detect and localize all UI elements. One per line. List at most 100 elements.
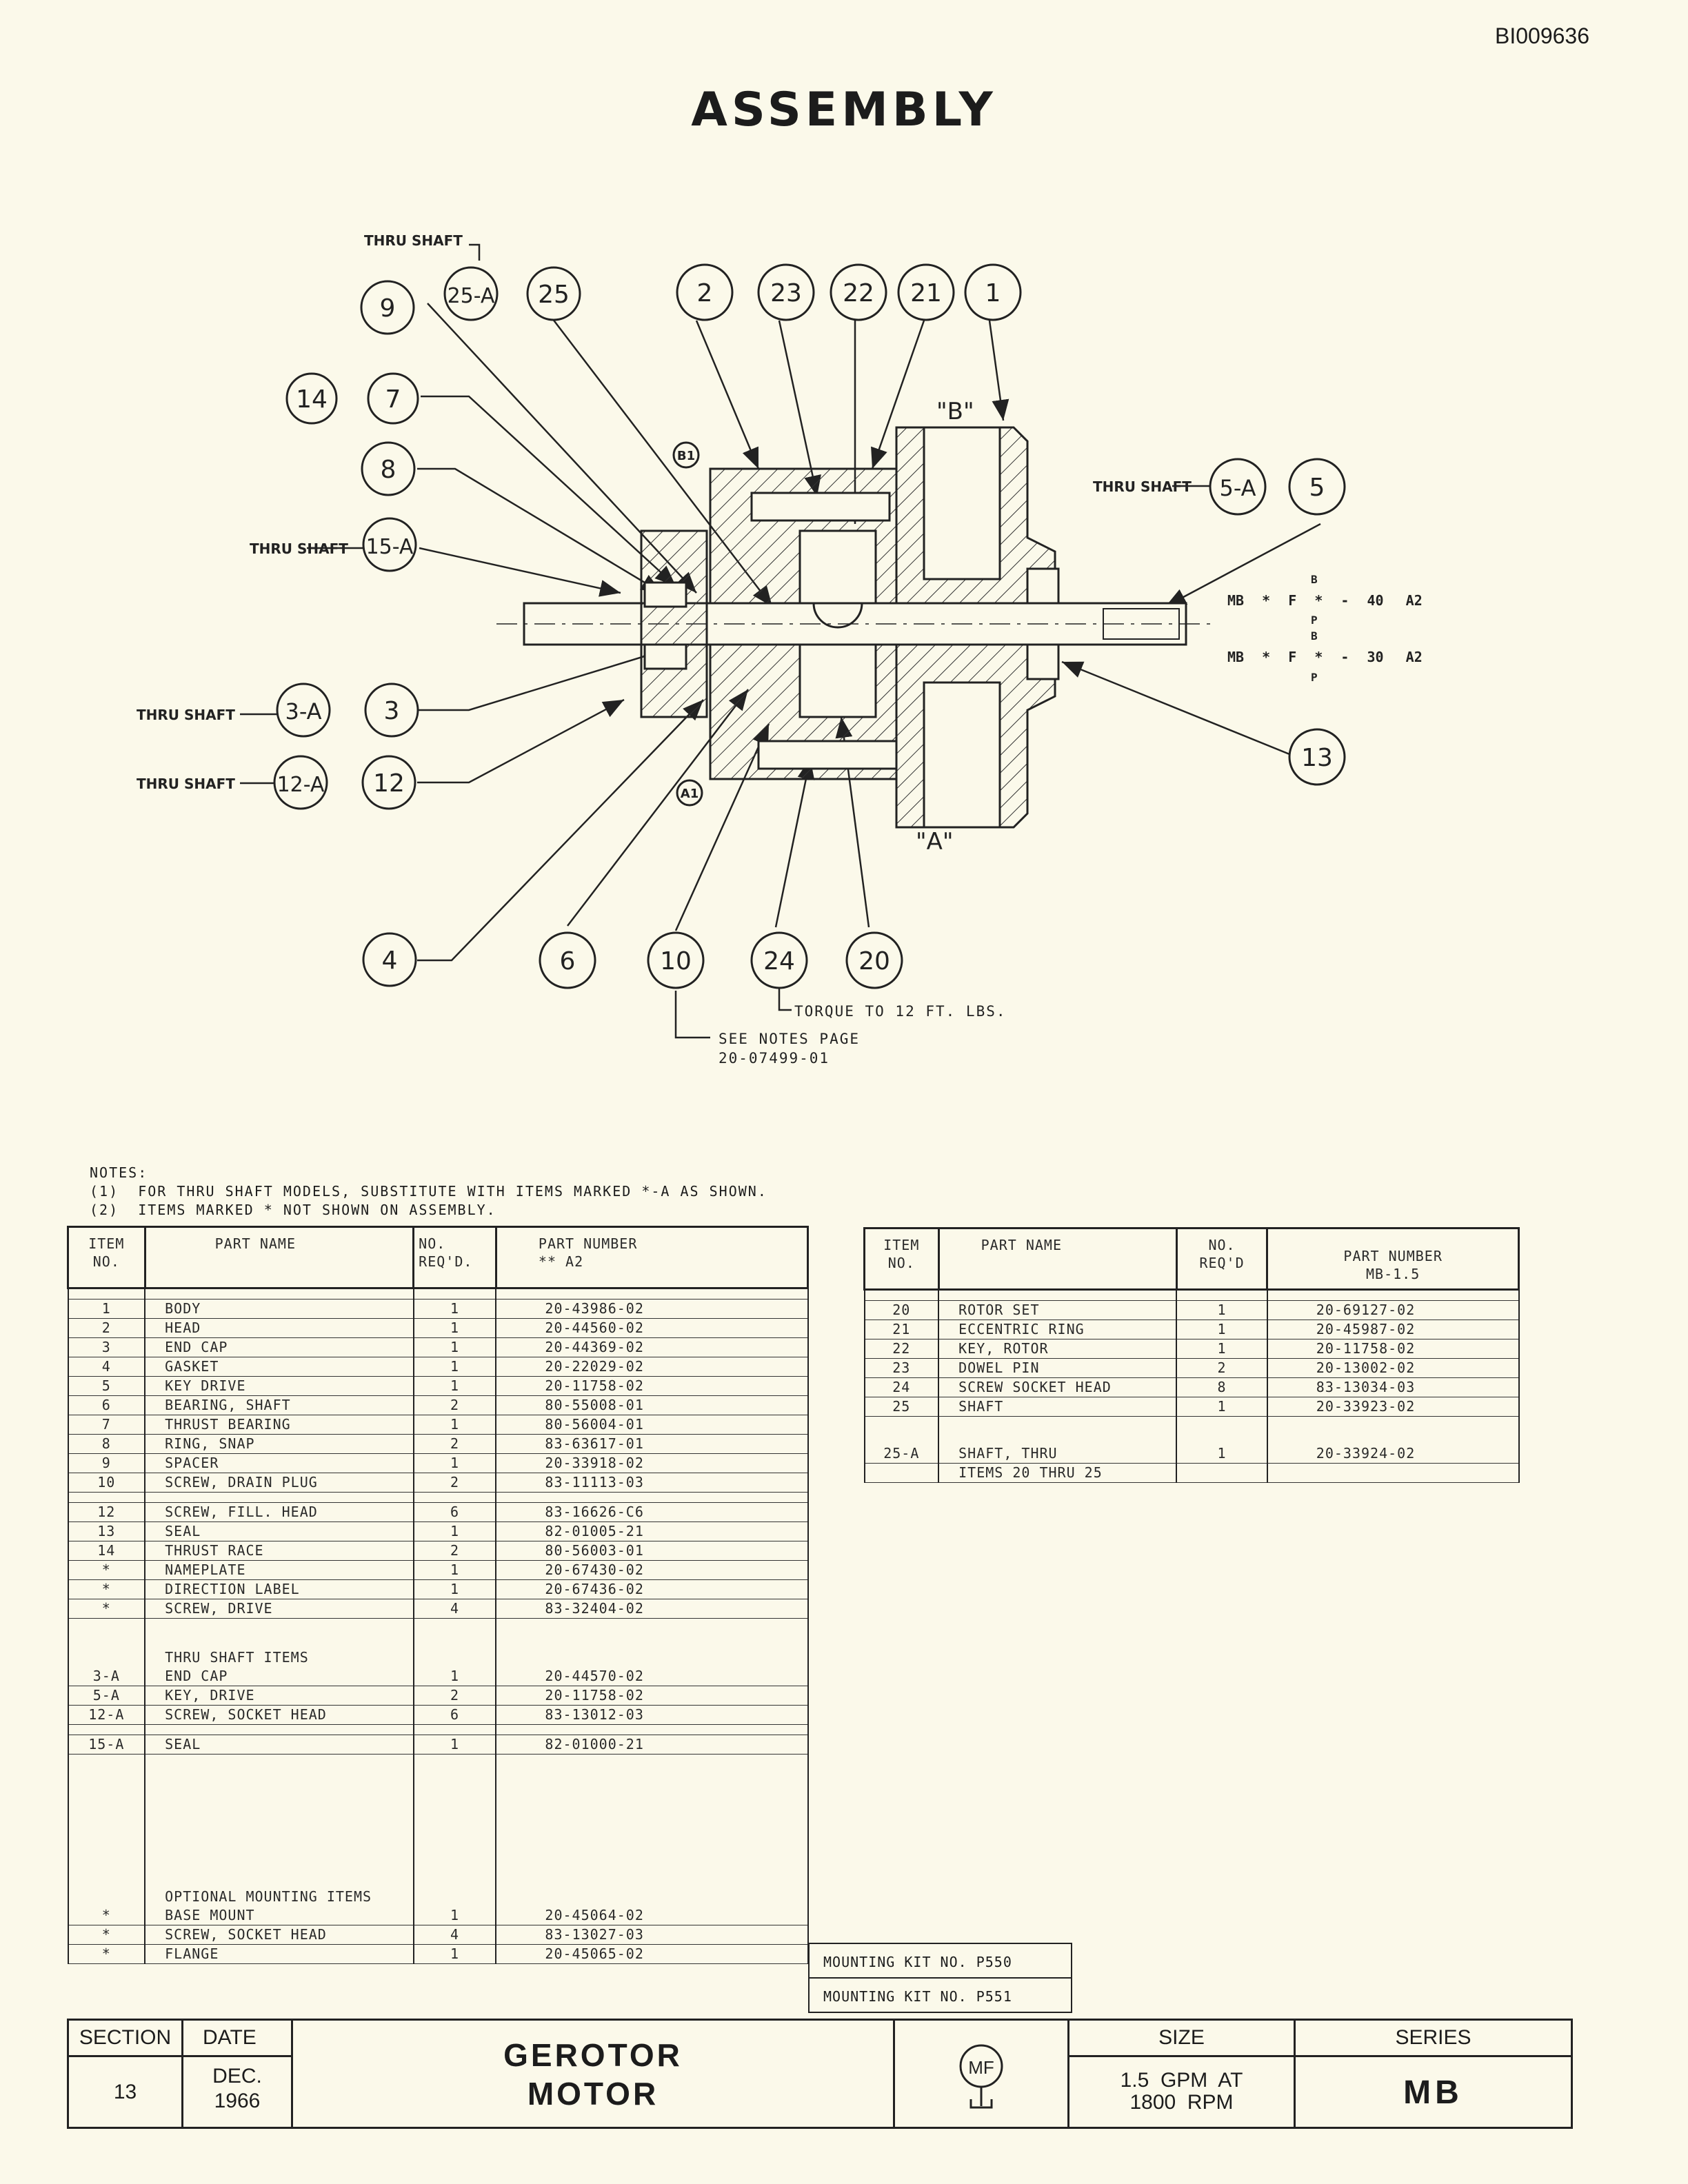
callout-bubble [362, 932, 417, 987]
item-no-cell: 14 [67, 1541, 146, 1561]
qty-cell: 1 [412, 1521, 497, 1541]
item-no-cell: 5-A [67, 1686, 146, 1706]
table-row: ITEMS 20 THRU 25 [863, 1463, 1520, 1483]
callout-label: 25-A [448, 284, 495, 308]
part-number-cell: 80-56003-01 [495, 1541, 809, 1561]
table-row [67, 1618, 809, 1646]
qty-cell: 1 [412, 1453, 497, 1473]
product-name-line: MOTOR [527, 2076, 659, 2112]
size-line: 1.5 GPM AT [1120, 2069, 1243, 2092]
callout-bubble [672, 441, 700, 469]
empty-cell [863, 1289, 940, 1301]
item-no-cell: 4 [67, 1357, 146, 1377]
item-no-cell: * [67, 1579, 146, 1599]
empty-cell [1176, 1416, 1268, 1444]
callout-label: 14 [296, 385, 328, 414]
empty-cell [412, 1885, 497, 1906]
qty-cell: 1 [412, 1906, 497, 1925]
section-value: 13 [113, 2081, 137, 2103]
part-name-cell: ECCENTRIC RING [938, 1320, 1178, 1339]
thru-shaft-label: THRU SHAFT [1093, 478, 1192, 495]
callout-label: 24 [763, 947, 795, 975]
item-no-cell: 15-A [67, 1735, 146, 1755]
callout-bubble [367, 372, 419, 425]
model-code-letter: B [1311, 573, 1318, 586]
callout-label: 13 [1301, 744, 1333, 772]
see-notes-line: 20-07499-01 [719, 1050, 830, 1066]
empty-cell [495, 1646, 809, 1667]
date-cell: DATE DEC. 1966 [183, 2021, 293, 2127]
callout-bubble [750, 931, 808, 989]
qty-cell: 1 [412, 1667, 497, 1686]
part-number-cell: 20-33924-02 [1266, 1444, 1520, 1464]
item-no-cell: 9 [67, 1453, 146, 1473]
part-number-cell: 20-67430-02 [495, 1560, 809, 1580]
qty-cell: 2 [412, 1686, 497, 1706]
part-number-cell: 20-13002-02 [1266, 1358, 1520, 1378]
notes-heading: NOTES: [90, 1164, 148, 1181]
series-cell: SERIES MB [1296, 2021, 1571, 2127]
callout-label: 25 [538, 281, 570, 309]
item-no-cell: * [67, 1944, 146, 1964]
size-line: 1800 RPM [1129, 2091, 1234, 2114]
empty-cell [495, 1885, 809, 1906]
section-heading: OPTIONAL MOUNTING ITEMS [144, 1885, 414, 1906]
item-no-cell: * [67, 1599, 146, 1619]
empty-cell [495, 1724, 809, 1735]
part-name-cell: THRUST RACE [144, 1541, 414, 1561]
item-no-cell: 23 [863, 1358, 940, 1378]
item-no-cell: 8 [67, 1434, 146, 1454]
empty-cell [1176, 1289, 1268, 1301]
part-number-cell: 83-11113-03 [495, 1473, 809, 1493]
part-name-cell: BODY [144, 1299, 414, 1319]
model-code-letter: B [1311, 629, 1318, 643]
callout-bubble [364, 682, 419, 738]
part-number-cell: 83-63617-01 [495, 1434, 809, 1454]
callout-bubble [830, 263, 887, 321]
part-name-cell: HEAD [144, 1318, 414, 1338]
callout-bubble [676, 263, 734, 321]
callout-label: 3 [384, 697, 400, 725]
callout-bubble [1209, 458, 1267, 516]
empty-cell [67, 1492, 146, 1503]
motor-cross-section [496, 426, 1214, 829]
header-part-name: PART NAME [143, 1226, 415, 1289]
table-separator [67, 1288, 809, 1300]
item-no-cell: 6 [67, 1395, 146, 1415]
qty-cell: 1 [1176, 1397, 1268, 1417]
part-name-cell: NAMEPLATE [144, 1560, 414, 1580]
qty-cell: 8 [1176, 1377, 1268, 1397]
qty-cell: 1 [1176, 1339, 1268, 1359]
header-no-reqd: NO.REQ'D [1175, 1227, 1269, 1291]
callout-label: 8 [381, 456, 396, 484]
callout-label: 22 [843, 279, 874, 307]
qty-cell: 1 [1176, 1444, 1268, 1464]
model-code-letter: P [1311, 671, 1318, 684]
part-name-cell: DIRECTION LABEL [144, 1579, 414, 1599]
item-no-cell: 25 [863, 1397, 940, 1417]
model-code-letter: P [1311, 614, 1318, 627]
callout-label: 15-A [366, 535, 414, 559]
part-name-cell: KEY DRIVE [144, 1376, 414, 1396]
table-separator [67, 1724, 809, 1735]
qty-cell: 2 [412, 1434, 497, 1454]
item-no-cell: 3 [67, 1337, 146, 1357]
part-number-cell: 82-01000-21 [495, 1735, 809, 1755]
qty-cell: 1 [412, 1299, 497, 1319]
part-number-cell: 20-44369-02 [495, 1337, 809, 1357]
qty-cell: 1 [412, 1944, 497, 1964]
part-name-cell: THRUST BEARING [144, 1415, 414, 1435]
part-name-cell: SEAL [144, 1735, 414, 1755]
